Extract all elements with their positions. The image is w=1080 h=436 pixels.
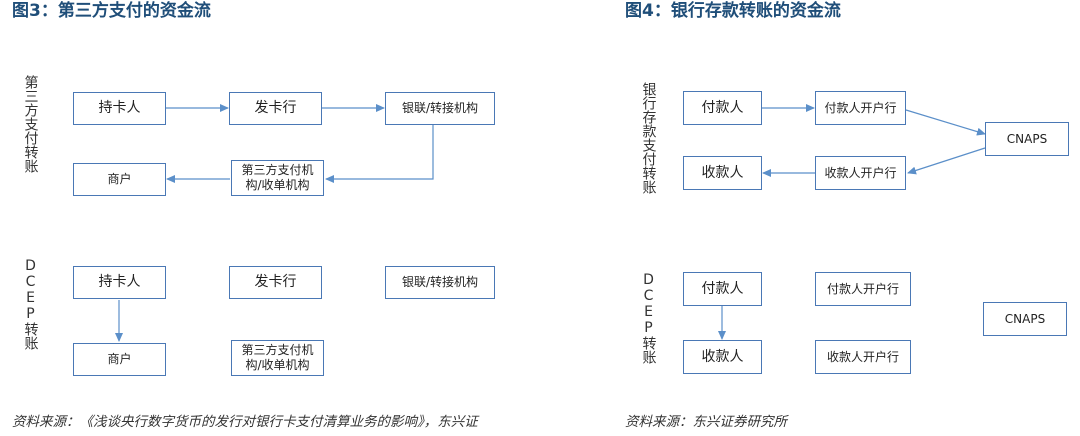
node-payer: 付款人 [683,91,762,125]
section-label-dcep-fig4: DCEP转账 [640,272,657,364]
section-label-bank: 银行存款支付转账 [640,82,657,194]
node-merchant-dcep: 商户 [73,343,166,376]
figure3-title: 图3：第三方支付的资金流 [12,1,211,21]
node-cardholder-dcep: 持卡人 [73,266,166,299]
arrow-unionpay-to-thirdparty [325,125,434,183]
node-payer-bank-dcep: 付款人开户行 [815,272,911,306]
section-label-third-party: 第三方支付转账 [22,75,39,173]
node-payee-bank-dcep: 收款人开户行 [815,340,911,374]
node-unionpay-dcep: 银联/转接机构 [385,266,495,299]
section-label-dcep: DCEP转账 [22,258,39,350]
arrow-payerbank-to-cnaps [905,109,986,136]
node-payer-bank: 付款人开户行 [815,91,906,125]
node-cnaps: CNAPS [985,122,1069,156]
node-cardholder: 持卡人 [73,92,166,125]
node-payee-dcep: 收款人 [683,340,762,374]
arrow-cnaps-to-payeebank [907,147,986,175]
figure4-title: 图4：银行存款转账的资金流 [625,1,841,21]
figure4-source: 资料来源：东兴证券研究所 [625,414,787,430]
node-third-party: 第三方支付机构/收单机构 [231,160,324,196]
node-unionpay: 银联/转接机构 [385,92,495,125]
node-payee-bank: 收款人开户行 [815,156,906,190]
node-third-party-dcep: 第三方支付机构/收单机构 [231,340,324,376]
node-payee: 收款人 [683,156,762,190]
node-issuer-dcep: 发卡行 [229,266,322,299]
figure3-source: 资料来源：《浅谈央行数字货币的发行对银行卡支付清算业务的影响》，东兴证 [12,414,478,430]
node-payer-dcep: 付款人 [683,272,762,306]
node-cnaps-dcep: CNAPS [983,302,1067,336]
node-issuer: 发卡行 [229,92,322,125]
node-merchant: 商户 [73,163,166,196]
